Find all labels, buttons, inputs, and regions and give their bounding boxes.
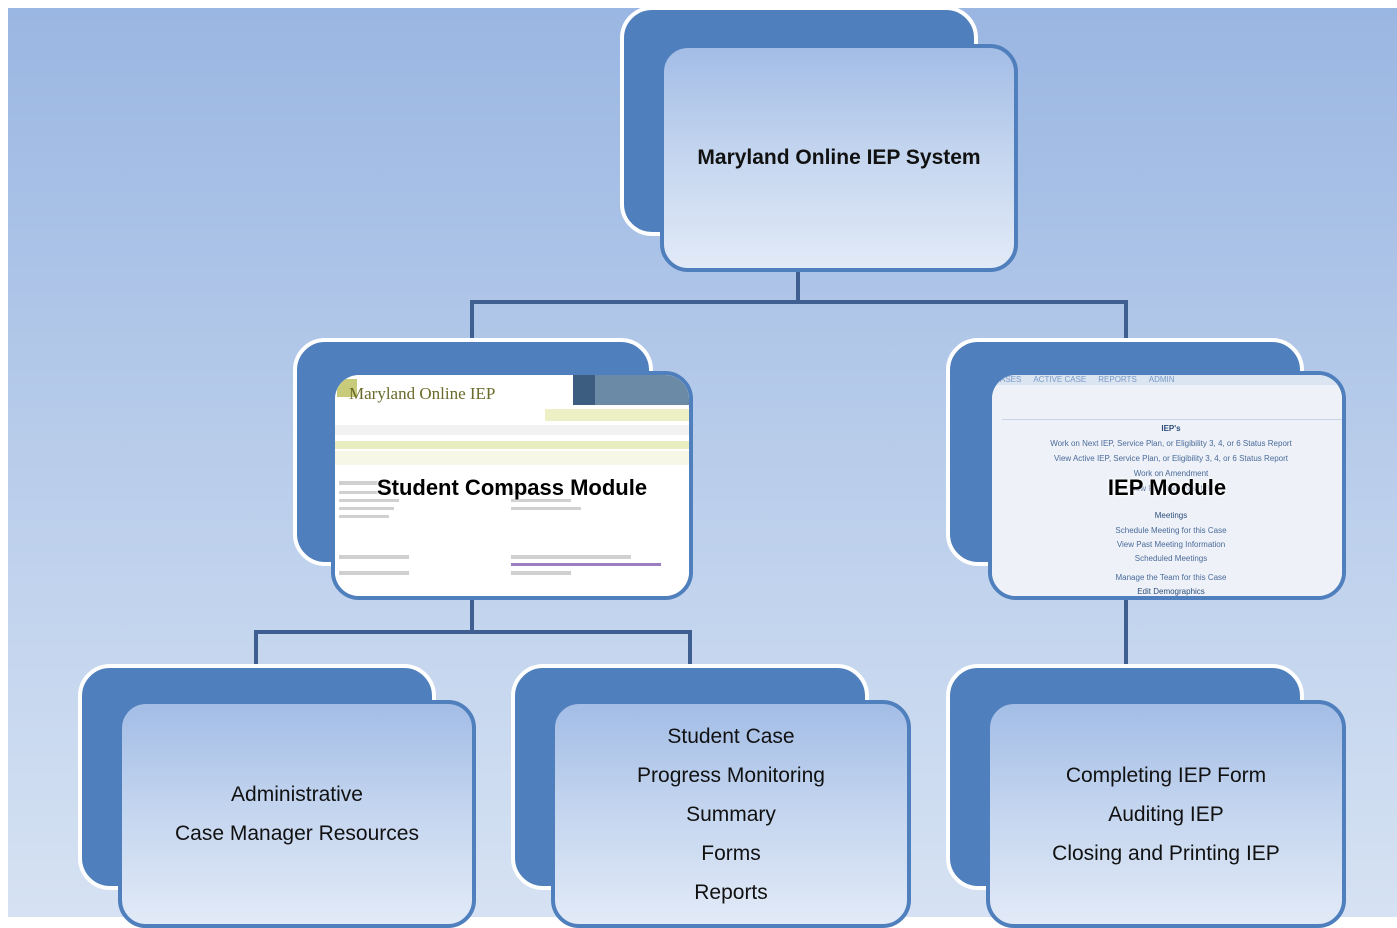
iep-link: Work on Next IEP, Service Plan, or Eligi…	[1050, 439, 1292, 448]
iep-tasks-node: Completing IEP Form Auditing IEP Closing…	[946, 664, 1346, 928]
iep-section-meetings: Meetings	[1154, 511, 1188, 520]
admin-line: Administrative	[231, 783, 363, 806]
iep-link: Scheduled Meetings	[1134, 554, 1208, 563]
student-compass-node: Maryland Online IEP	[293, 338, 693, 600]
seal-logo-icon	[337, 379, 357, 397]
iep-task-line: Completing IEP Form	[1065, 763, 1267, 787]
student-case-line: Progress Monitoring	[637, 763, 825, 787]
admin-node-front: Administrative Case Manager Resources	[118, 700, 476, 928]
iep-nav-item: REPORTS	[1098, 375, 1137, 384]
student-case-node: Student Case Progress Monitoring Summary…	[511, 664, 911, 928]
student-case-line: Summary	[686, 802, 776, 826]
root-title: Maryland Online IEP System	[697, 146, 981, 169]
student-compass-node-front: Maryland Online IEP	[331, 371, 693, 600]
iep-module-node-front: ASES ACTIVE CASE REPORTS ADMIN IEP's Wor…	[988, 371, 1346, 600]
iep-screenshot-navbar: ASES ACTIVE CASE REPORTS ADMIN	[992, 375, 1342, 385]
iep-nav-item: ACTIVE CASE	[1033, 375, 1087, 384]
iep-section-ieps: IEP's	[1161, 424, 1181, 433]
iep-link: View Active IEP, Service Plan, or Eligib…	[1053, 454, 1289, 463]
student-case-line: Student Case	[667, 724, 795, 748]
iep-link: View Pending, Past IEP	[1128, 484, 1214, 493]
root-node-front: Maryland Online IEP System	[660, 44, 1018, 272]
screenshot-logo-text: Maryland Online IEP	[349, 384, 495, 403]
iep-case-header	[1002, 393, 1342, 420]
student-case-node-front: Student Case Progress Monitoring Summary…	[551, 700, 911, 928]
iep-module-node: ASES ACTIVE CASE REPORTS ADMIN IEP's Wor…	[946, 338, 1346, 600]
student-compass-screenshot: Maryland Online IEP	[335, 375, 689, 596]
iep-screenshot: ASES ACTIVE CASE REPORTS ADMIN IEP's Wor…	[992, 375, 1342, 596]
admin-line: Case Manager Resources	[175, 822, 419, 845]
iep-link: Edit Demographics	[1137, 587, 1205, 596]
iep-task-line: Auditing IEP	[1108, 802, 1224, 826]
iep-link: View Past Meeting Information	[1116, 540, 1226, 549]
iep-link: Schedule Meeting for this Case	[1115, 526, 1227, 535]
student-case-line: Reports	[694, 880, 768, 904]
iep-link: Manage the Team for this Case	[1115, 573, 1227, 582]
admin-node: Administrative Case Manager Resources	[78, 664, 476, 928]
iep-module-title: IEP Module	[1107, 475, 1227, 500]
iep-nav-item: ASES	[1000, 375, 1022, 384]
root-node: Maryland Online IEP System	[620, 6, 1020, 272]
iep-nav-item: ADMIN	[1148, 375, 1175, 384]
student-compass-title: Student Compass Module	[376, 475, 648, 500]
student-case-line: Forms	[701, 841, 761, 865]
iep-tasks-node-front: Completing IEP Form Auditing IEP Closing…	[986, 700, 1346, 928]
iep-link: Work on Amendment	[1133, 469, 1209, 478]
iep-task-line: Closing and Printing IEP	[1052, 841, 1280, 865]
